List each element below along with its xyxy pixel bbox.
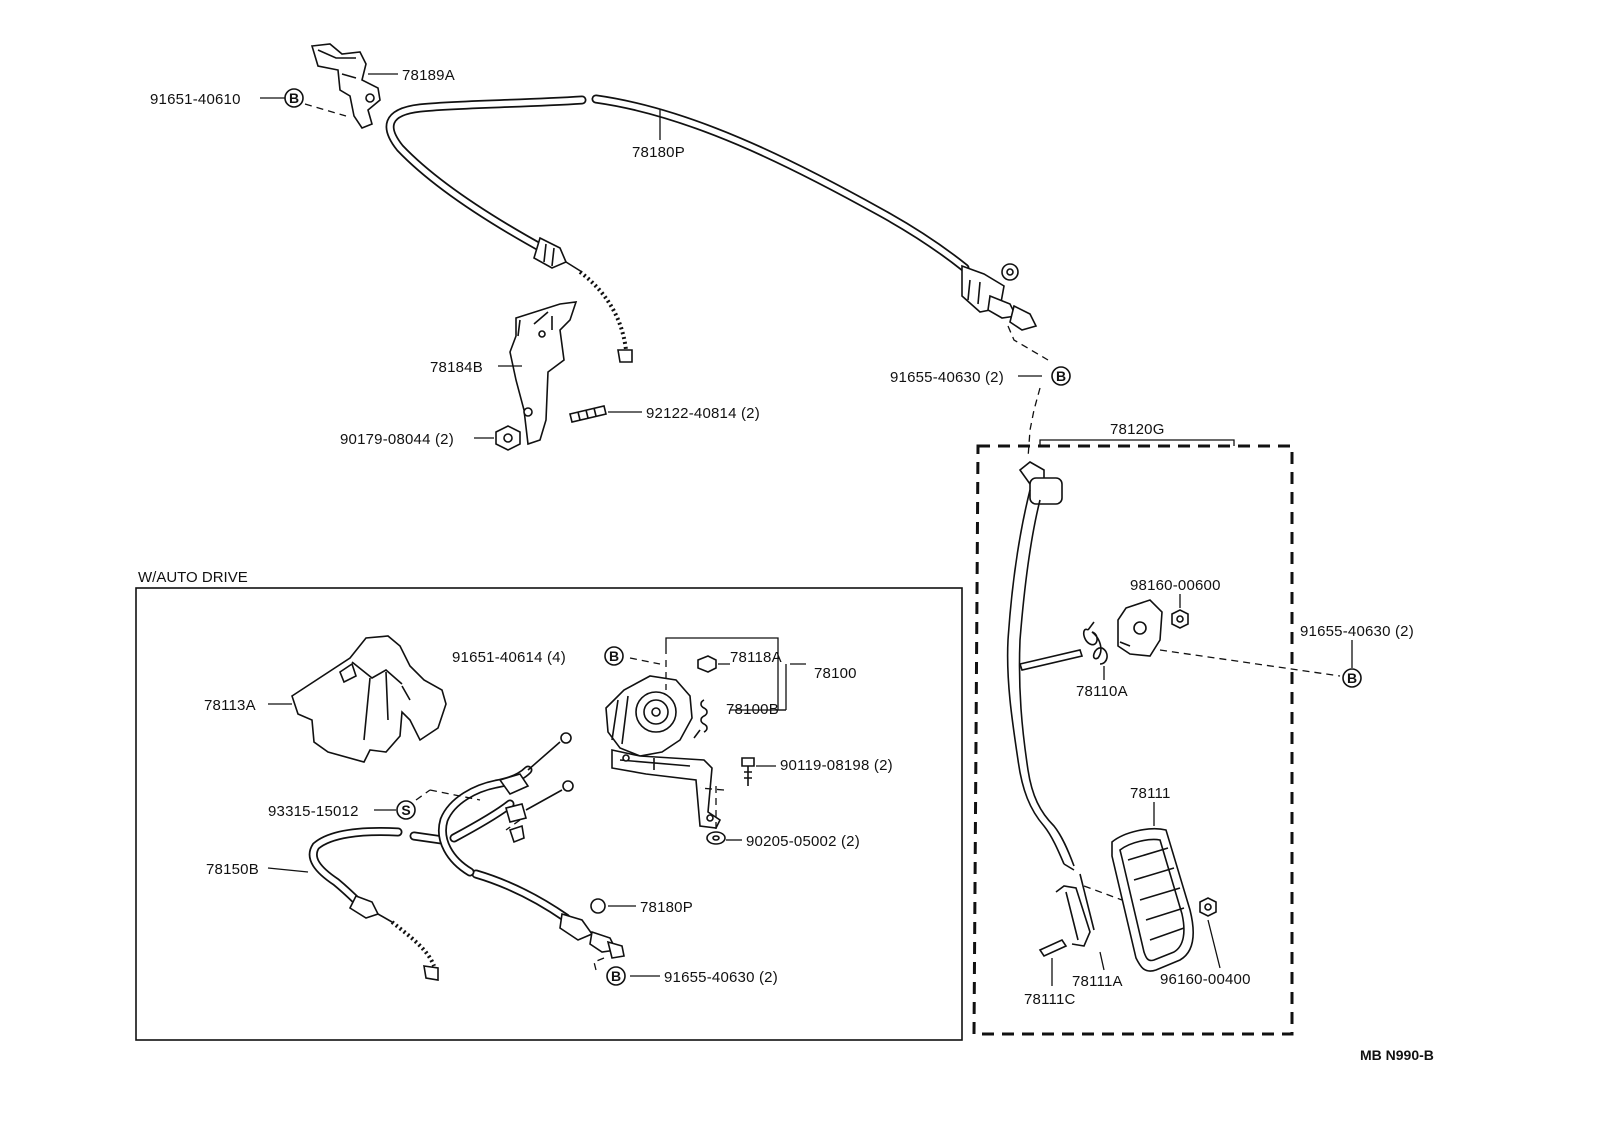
label-78113A: 78113A <box>204 697 256 714</box>
label-78111: 78111 <box>1130 785 1171 802</box>
label-78111C: 78111C <box>1024 991 1076 1008</box>
label-91655-40630-box: 91655-40630 (2) <box>664 969 778 986</box>
spring-78100B <box>693 699 708 739</box>
stud-92122-40814 <box>569 405 607 423</box>
label-90205-05002: 90205-05002 (2) <box>746 833 860 850</box>
washer-90205-05002 <box>706 831 726 845</box>
label-92122-40814: 92122-40814 (2) <box>646 405 760 422</box>
svg-text:B: B <box>609 648 619 664</box>
label-78150B: 78150B <box>206 861 259 878</box>
auto-drive-cables <box>308 732 625 981</box>
bolt-90119-08198 <box>741 757 755 786</box>
label-90119-08198: 90119-08198 (2) <box>780 757 893 774</box>
b-marker-91655-40630-box: B <box>606 966 626 986</box>
label-78184B: 78184B <box>430 359 483 376</box>
label-78120G: 78120G <box>1110 421 1165 438</box>
pedal-pad-78111 <box>1111 827 1194 972</box>
b-marker-91655-40630-top: B <box>1051 366 1071 386</box>
svg-text:S: S <box>401 802 410 818</box>
section-title-auto-drive: W/AUTO DRIVE <box>138 569 248 586</box>
pedal-arm <box>1006 461 1084 871</box>
leader-lines-top <box>260 73 1049 459</box>
label-91655-40630-top: 91655-40630 (2) <box>890 369 1004 386</box>
svg-text:B: B <box>611 968 621 984</box>
label-98160-00600: 98160-00600 <box>1130 577 1221 594</box>
label-78100B: 78100B <box>726 701 779 718</box>
label-78110A: 78110A <box>1076 683 1128 700</box>
b-marker-91651-40610: B <box>284 88 304 108</box>
auto-drive-box <box>135 587 963 1041</box>
svg-text:B: B <box>289 90 299 106</box>
label-90179-08044: 90179-08044 (2) <box>340 431 454 448</box>
actuator-78100 <box>605 675 722 829</box>
label-93315-15012: 93315-15012 <box>268 803 359 820</box>
cover-78113A <box>291 635 447 763</box>
leader-lines-right <box>1051 594 1353 986</box>
diagram-code: MB N990-B <box>1360 1047 1434 1063</box>
part-78118A <box>697 655 717 673</box>
label-91655-40630-right: 91655-40630 (2) <box>1300 623 1414 640</box>
accelerator-cable-78180P <box>385 94 1038 363</box>
label-96160-00400: 96160-00400 <box>1160 971 1251 988</box>
label-91651-40614: 91651-40614 (4) <box>452 649 566 666</box>
label-78180P-top: 78180P <box>632 144 685 161</box>
label-78189A: 78189A <box>402 67 455 84</box>
label-78111A: 78111A <box>1072 973 1123 990</box>
bracket-78189A <box>310 43 381 129</box>
spring-78110A <box>1082 621 1108 665</box>
label-78100: 78100 <box>814 665 857 682</box>
leader-lines-box <box>267 637 806 977</box>
b-marker-91655-40630-right: B <box>1342 668 1362 688</box>
svg-text:B: B <box>1347 670 1357 686</box>
dashed-box-78120G <box>972 444 1294 1036</box>
label-78180P-box: 78180P <box>640 899 693 916</box>
nut-90179-08044 <box>495 425 521 451</box>
s-marker-93315-15012: S <box>396 800 416 820</box>
nut-98160-00600 <box>1171 609 1189 629</box>
pin-78111C <box>1038 938 1068 958</box>
b-marker-91651-40614: B <box>604 646 624 666</box>
bracket-78184B <box>509 301 578 446</box>
pedal-bracket-plate <box>1117 599 1163 657</box>
label-78118A: 78118A <box>730 649 782 666</box>
label-91651-40610: 91651-40610 <box>150 91 241 108</box>
nut-96160-00400 <box>1199 897 1217 917</box>
clip-78111A <box>1055 873 1095 947</box>
svg-text:B: B <box>1056 368 1066 384</box>
bracket-line-78120G <box>1039 439 1235 446</box>
